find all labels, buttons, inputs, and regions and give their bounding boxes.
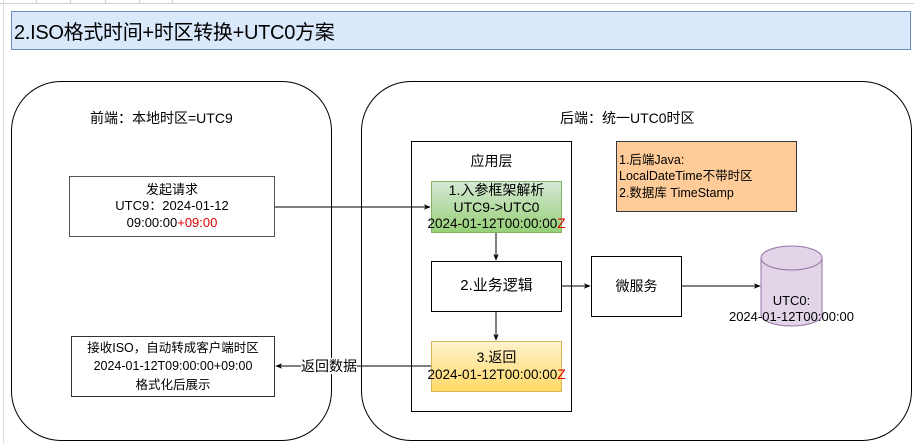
- parse-box[interactable]: 1.入参框架解析 UTC9->UTC0 2024-01-12T00:00:00Z: [427, 181, 566, 233]
- receive-box-line1: 接收ISO，自动转成客户端时区: [87, 341, 259, 356]
- business-logic-label: 2.业务逻辑: [460, 277, 533, 295]
- app-layer-title: 应用层: [470, 153, 513, 169]
- receive-box-line2: 2024-01-12T09:00:00+09:00: [93, 359, 253, 374]
- database-label-line2: 2024-01-12T00:00:00: [728, 309, 855, 324]
- note-line2: LocalDateTime不带时区: [619, 169, 753, 184]
- diagram-title-bar[interactable]: 2.ISO格式时间+时区转换+UTC0方案: [11, 11, 911, 50]
- grid-column-line: [172, 0, 173, 3]
- database-label: UTC0: 2024-01-12T00:00:00: [721, 293, 862, 325]
- backend-note[interactable]: 1.后端Java: LocalDateTime不带时区 2.数据库 TimeSt…: [616, 141, 797, 212]
- grid-column-line: [139, 0, 140, 3]
- request-offset: +09:00: [177, 214, 218, 230]
- return-suffix: Z: [557, 366, 566, 382]
- return-time: 2024-01-12T00:00:00: [427, 366, 558, 382]
- parse-box-line1: 1.入参框架解析: [448, 182, 545, 199]
- receive-box-line3: 格式化后展示: [135, 377, 211, 392]
- diagram-title: 2.ISO格式时间+时区转换+UTC0方案: [14, 22, 335, 44]
- request-box-line3: 09:00:00+09:00: [127, 215, 218, 231]
- parse-suffix: Z: [557, 215, 566, 231]
- request-box[interactable]: 发起请求 UTC9：2024-01-12 09:00:00+09:00: [69, 176, 275, 237]
- return-box-line2: 2024-01-12T00:00:00Z: [427, 367, 565, 384]
- database-label-line1: UTC0:: [772, 293, 811, 308]
- request-box-line2: UTC9：2024-01-12: [115, 198, 229, 214]
- return-data-label: 返回数据: [301, 358, 357, 374]
- microservice-label: 微服务: [615, 277, 658, 294]
- parse-box-line2: UTC9->UTC0: [453, 198, 540, 215]
- grid-top-border: [0, 0, 914, 4]
- backend-panel-title: 后端：统一UTC0时区: [560, 110, 695, 126]
- note-line1: 1.后端Java:: [619, 153, 685, 168]
- parse-box-line3: 2024-01-12T00:00:00Z: [427, 216, 565, 232]
- grid-column-line: [105, 0, 106, 3]
- microservice-box[interactable]: 微服务: [591, 256, 682, 317]
- grid-column-line: [36, 0, 37, 3]
- return-box-line1: 3.返回: [476, 349, 517, 366]
- request-time: 09:00:00: [126, 214, 178, 230]
- grid-left-border: [3, 0, 4, 444]
- note-line3: 2.数据库 TimeStamp: [619, 185, 734, 200]
- frontend-panel-title: 前端：本地时区=UTC9: [90, 110, 233, 126]
- return-box[interactable]: 3.返回 2024-01-12T00:00:00Z: [427, 341, 566, 392]
- receive-box[interactable]: 接收ISO，自动转成客户端时区 2024-01-12T09:00:00+09:0…: [71, 336, 275, 397]
- grid-column-line: [70, 0, 71, 3]
- parse-time: 2024-01-12T00:00:00: [427, 215, 558, 231]
- business-logic-box[interactable]: 2.业务逻辑: [431, 261, 562, 312]
- request-box-line1: 发起请求: [145, 182, 198, 198]
